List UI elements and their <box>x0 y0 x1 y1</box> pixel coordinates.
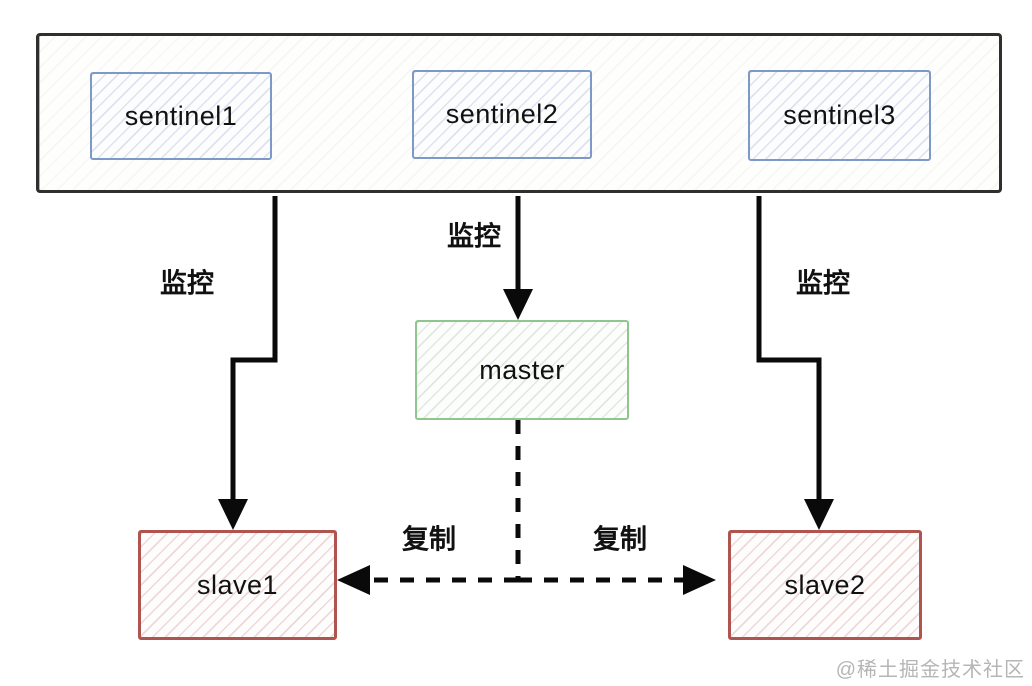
node-slave1: slave1 <box>138 530 337 640</box>
node-sentinel1-label: sentinel1 <box>124 100 238 131</box>
node-slave1-label: slave1 <box>196 569 279 600</box>
node-master: master <box>415 320 629 420</box>
node-sentinel3: sentinel3 <box>748 70 931 161</box>
monitor-arrow-left <box>218 196 278 530</box>
replicate-arrow-right <box>518 565 716 595</box>
replicate-label-right: 复制 <box>593 524 647 555</box>
node-slave2: slave2 <box>728 530 922 640</box>
node-sentinel1: sentinel1 <box>90 72 272 160</box>
node-sentinel2-label: sentinel2 <box>445 99 559 129</box>
watermark: @稀土掘金技术社区 <box>835 659 1025 681</box>
monitor-label-right: 监控 <box>796 268 850 299</box>
monitor-label-middle: 监控 <box>447 221 501 252</box>
node-slave2-label: slave2 <box>784 569 866 600</box>
node-sentinel3-label: sentinel3 <box>783 100 896 130</box>
monitor-label-left: 监控 <box>160 268 214 299</box>
node-master-label: master <box>479 354 565 385</box>
monitor-arrow-middle <box>503 196 533 320</box>
monitor-arrow-right <box>756 196 834 530</box>
replicate-arrow-left <box>337 565 518 595</box>
node-sentinel2: sentinel2 <box>412 70 592 159</box>
replicate-label-left: 复制 <box>402 524 456 555</box>
